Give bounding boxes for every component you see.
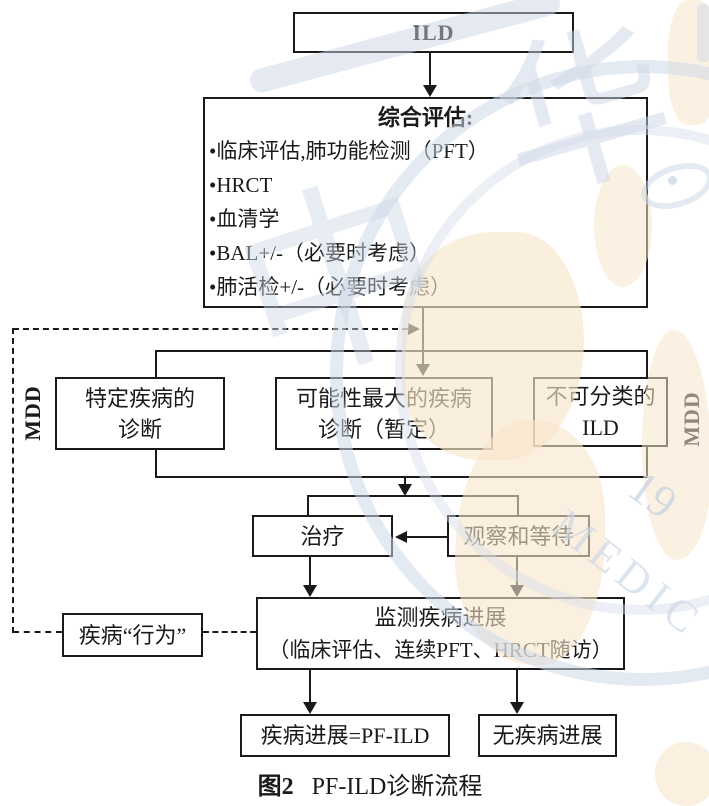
connector-monitor-to-no-progression — [516, 670, 518, 704]
disease-behavior-label: 疾病“行为” — [78, 622, 187, 648]
unclassifiable-line1: 不可分类的 — [545, 384, 656, 409]
label-mdd-right: MDD — [662, 390, 709, 448]
arrowhead-loop-to-split — [398, 484, 412, 496]
specific-diagnosis-line1: 特定疾病的 — [84, 385, 195, 411]
arrowhead-feedback-top — [408, 323, 420, 335]
arrowhead-monitor-to-progression — [303, 702, 317, 714]
specific-diagnosis-line2: 诊断 — [117, 416, 162, 442]
arrowhead-treatment-to-monitor — [303, 585, 317, 597]
watermark-edge-bar — [697, 4, 709, 62]
unclassifiable-line2: ILD — [582, 415, 619, 440]
watermark-orange-blob-top-corner — [668, 0, 709, 125]
behavior-to-monitor-dashed — [203, 631, 256, 633]
node-assessment: 综合评估: •临床评估,肺功能检测（PFT） •HRCT •血清学 •BAL+/… — [203, 97, 648, 308]
node-ild-label: ILD — [412, 20, 455, 45]
node-probable-diagnosis: 可能性最大的疾病 诊断（暂定） — [275, 377, 493, 450]
connector-watch-to-monitor — [516, 557, 518, 587]
arrowhead-watch-to-monitor — [510, 585, 524, 597]
assessment-item-clinical: •临床评估,肺功能检测（PFT） — [209, 139, 489, 163]
feedback-dashed-to-behavior — [13, 631, 62, 633]
mdd-left-text: MDD — [20, 385, 45, 441]
monitor-line2: （临床评估、连续PFT、HRCT随访） — [268, 637, 613, 662]
arrowhead-monitor-to-no-progression — [510, 702, 524, 714]
node-no-progression: 无疾病进展 — [478, 714, 617, 757]
node-ild: ILD — [293, 12, 574, 53]
feedback-dashed-left — [12, 328, 14, 633]
assessment-item-biopsy: •肺活检+/-（必要时考虑） — [209, 275, 452, 299]
arrowhead-assessment-to-diagnosis — [416, 364, 430, 376]
assessment-item-serology: •血清学 — [209, 207, 280, 231]
assessment-title: 综合评估: — [377, 105, 474, 130]
node-specific-diagnosis: 特定疾病的 诊断 — [55, 377, 225, 450]
label-mdd-left: MDD — [3, 384, 63, 442]
node-disease-progression: 疾病进展=PF-ILD — [240, 714, 450, 757]
feedback-dashed-top — [13, 328, 408, 330]
node-disease-behavior: 疾病“行为” — [62, 613, 203, 657]
arrowhead-watch-to-treatment — [395, 531, 407, 543]
node-treatment: 治疗 — [252, 515, 393, 557]
node-unclassifiable-ild: 不可分类的 ILD — [533, 377, 668, 447]
watch-and-wait-label: 观察和等待 — [463, 523, 574, 549]
monitor-line1: 监测疾病进展 — [374, 604, 507, 630]
split-line — [308, 495, 519, 497]
mdd-right-text: MDD — [679, 391, 704, 447]
assessment-item-bal: •BAL+/-（必要时考虑） — [209, 241, 431, 265]
node-watch-and-wait: 观察和等待 — [447, 515, 590, 557]
watermark-dove-eye-dot — [668, 176, 677, 185]
figure-caption: 图2 PF-ILD诊断流程 — [20, 766, 709, 801]
probable-diagnosis-line1: 可能性最大的疾病 — [295, 385, 472, 411]
node-monitor-progression: 监测疾病进展 （临床评估、连续PFT、HRCT随访） — [256, 597, 625, 670]
probable-diagnosis-line2: 诊断（暂定） — [317, 416, 450, 442]
split-drop-watch — [517, 495, 519, 516]
assessment-item-hrct: •HRCT — [209, 173, 273, 197]
arrowhead-ild-to-assessment — [423, 85, 437, 97]
figure-caption-label: 图2 — [257, 774, 294, 800]
figure-caption-title: PF-ILD诊断流程 — [311, 774, 483, 800]
connector-monitor-to-progression — [309, 670, 311, 704]
connector-ild-to-assessment — [429, 53, 431, 87]
treatment-label: 治疗 — [300, 523, 345, 549]
connector-treatment-to-monitor — [309, 557, 311, 587]
connector-assessment-to-diagnosis — [422, 308, 424, 365]
connector-watch-to-treatment — [407, 536, 447, 538]
split-drop-treatment — [307, 495, 309, 516]
no-progression-label: 无疾病进展 — [492, 723, 603, 748]
connector-loop-to-split — [404, 478, 406, 486]
disease-progression-label: 疾病进展=PF-ILD — [260, 723, 430, 748]
